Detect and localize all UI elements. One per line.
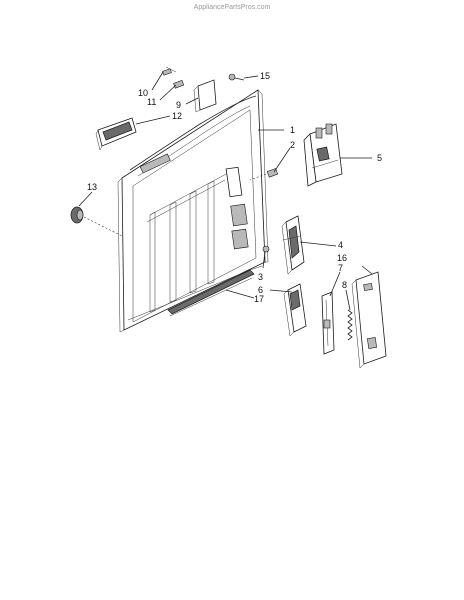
callout-16: 16 <box>337 253 347 263</box>
callout-8: 8 <box>342 280 347 290</box>
callout-9: 9 <box>176 100 181 110</box>
callout-1: 1 <box>290 125 295 135</box>
callout-3: 3 <box>258 272 263 282</box>
part-17-strip <box>167 269 255 317</box>
part-3-button <box>262 245 270 253</box>
callout-4: 4 <box>338 240 343 250</box>
callout-13: 13 <box>87 182 97 192</box>
part-10-screw <box>162 66 177 76</box>
callout-labels: 1 2 3 4 5 6 7 8 9 10 11 12 13 15 16 17 <box>87 71 382 304</box>
part-4-bracket <box>281 215 305 275</box>
part-9-cover <box>193 79 217 113</box>
leader-lines <box>78 71 373 311</box>
part-12-frame <box>95 117 137 151</box>
callout-10: 10 <box>138 88 148 98</box>
callout-5: 5 <box>377 153 382 163</box>
callout-11: 11 <box>147 97 156 107</box>
watermark: AppliancePartsPros.com <box>194 4 271 11</box>
callout-7: 7 <box>338 263 343 273</box>
callout-2: 2 <box>290 140 295 150</box>
callout-12: 12 <box>172 111 182 121</box>
callout-17: 17 <box>254 294 264 304</box>
part-6-bracket <box>283 283 307 337</box>
part-15-screw <box>228 73 245 81</box>
part-7-arm <box>321 291 335 355</box>
inner-door-panel <box>117 89 269 333</box>
part-13-knob <box>70 206 123 237</box>
part-5-latch <box>303 123 343 187</box>
callout-6: 6 <box>258 285 263 295</box>
part-8-spring <box>347 309 353 341</box>
part-11-clip <box>173 80 185 89</box>
part-16-cover <box>351 271 387 369</box>
callout-15: 15 <box>260 71 270 81</box>
